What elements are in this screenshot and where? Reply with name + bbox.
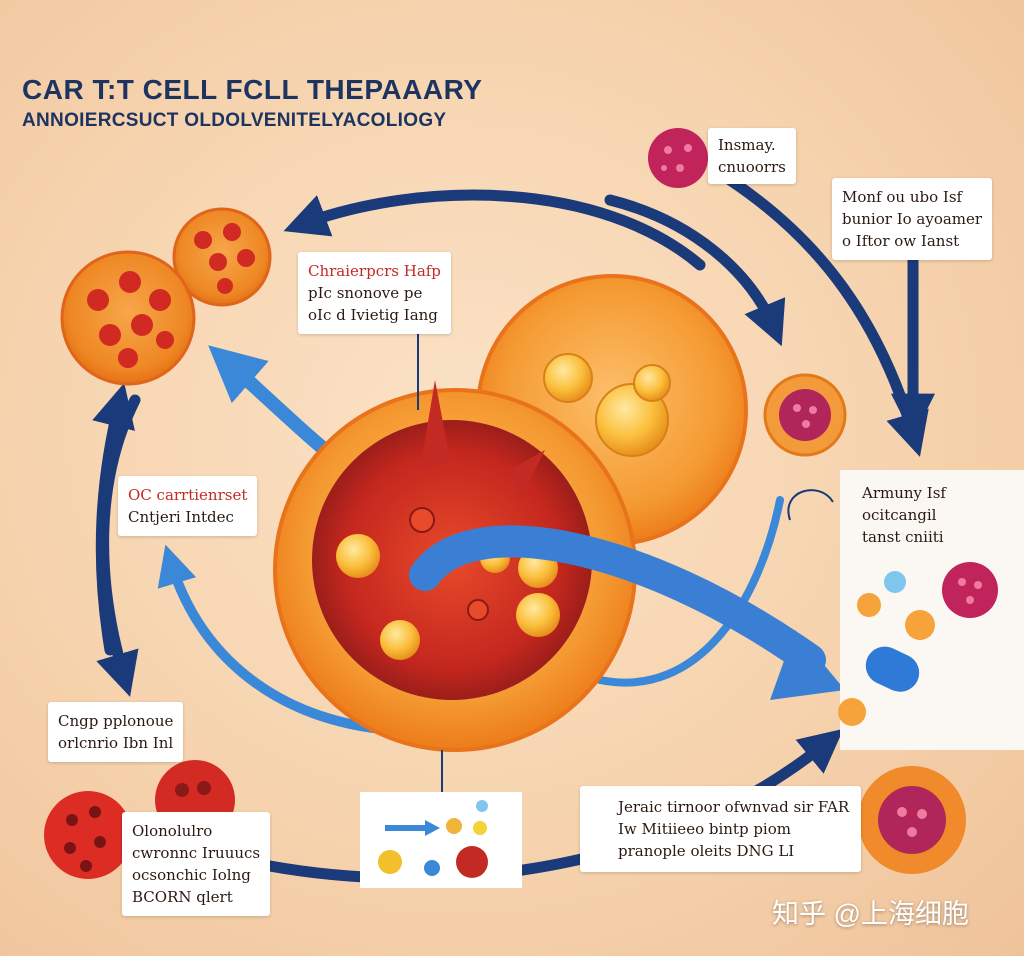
label-line: Jeraic tirnoor ofwnvad sir FAR	[618, 798, 850, 816]
label-line: bunior Io ayoamer	[842, 210, 983, 228]
label-line: Olonolulro	[132, 822, 213, 840]
arrow-top-left	[283, 189, 706, 271]
top-right-virus	[648, 128, 708, 188]
label-line: Armuny Isf	[862, 484, 946, 502]
arrow-right-loop	[596, 496, 784, 687]
label-right-middle: Armuny Isf ocitcangil tanst cniiti	[852, 474, 956, 556]
page-title: CAR T:T CELL FCLL THEPAAARY	[22, 74, 483, 105]
label-line: Cngp pplonoue	[58, 712, 174, 730]
label-line: o Iftor ow Ianst	[842, 232, 960, 250]
main-blue-arrow	[409, 525, 826, 676]
label-line: oIc d Ivietig Iang	[308, 306, 438, 324]
label-left-lower: Cngp pplonoue orlcnrio Ibn Inl	[48, 702, 184, 762]
label-left-middle: OC carrtienrset Cntjeri Intdec	[118, 476, 258, 536]
label-line: Chraierpcrs Hafp	[308, 262, 441, 280]
watermark: 知乎 @上海细胞	[772, 899, 969, 929]
label-line: Insmay.	[718, 136, 776, 154]
label-line: pIc snonove pe	[308, 284, 423, 302]
arrow-left-up	[92, 382, 135, 656]
arrow-top-right	[604, 194, 786, 347]
arrow-lower-left	[157, 544, 395, 735]
label-line: cnuoorrs	[718, 158, 786, 176]
label-line: cwronnc Iruuucs	[132, 844, 261, 862]
label-line: tanst cniiti	[862, 528, 944, 546]
connector-lines	[417, 325, 834, 792]
right-virus-cell	[763, 373, 847, 457]
upper-left-cells	[60, 207, 272, 386]
label-top-right-small: Insmay. cnuoorrs	[708, 128, 796, 184]
label-line: ocsonchic Iolng	[132, 866, 251, 884]
label-line: orlcnrio Ibn Inl	[58, 734, 174, 752]
bottom-right-virus	[586, 766, 966, 874]
label-line: OC carrtienrset	[128, 486, 248, 504]
label-line: ocitcangil	[862, 506, 937, 524]
label-line: Monf ou ubo Isf	[842, 188, 963, 206]
label-left-bottom: Olonolulro cwronnc Iruuucs ocsonchic Iol…	[122, 812, 271, 916]
central-tumor-cell	[273, 380, 637, 752]
label-line: Cntjeri Intdec	[128, 508, 234, 526]
label-line: pranople oleits DNG LI	[618, 842, 795, 860]
label-center-top: Chraierpcrs Hafp pIc snonove pe oIc d Iv…	[298, 252, 451, 334]
label-bottom-right: Jeraic tirnoor ofwnvad sir FAR Iw Mitiie…	[580, 786, 862, 872]
page-subtitle: ANNOIERCSUCT OLDOLVENITELYACOLIOGY	[22, 110, 447, 131]
label-right-upper: Monf ou ubo Isf bunior Io ayoamer o Ifto…	[832, 178, 993, 260]
label-line: Iw Mitiieeo bintp piom	[618, 820, 791, 838]
bottom-center-panel	[360, 792, 522, 888]
label-line: BCORN qlert	[132, 888, 233, 906]
main-blue-arrowhead	[770, 630, 845, 700]
